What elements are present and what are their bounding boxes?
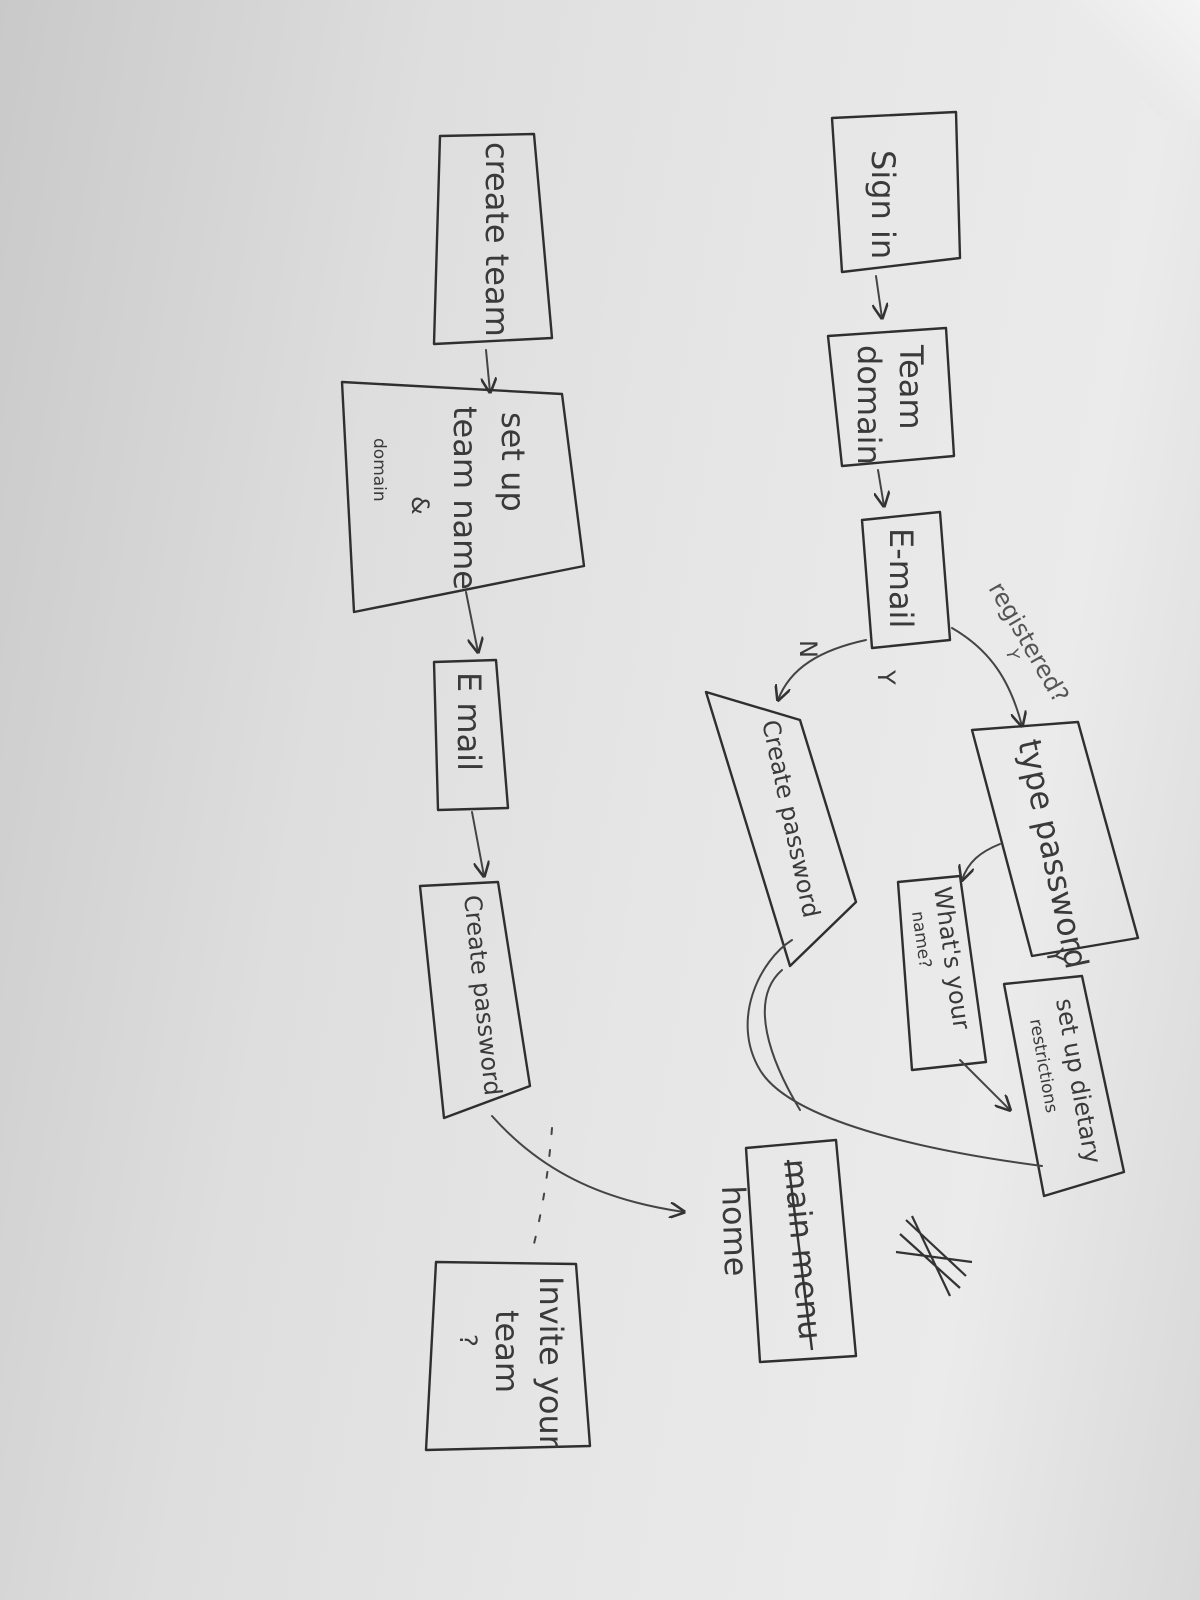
edge-createpassword-home <box>491 1115 684 1212</box>
node-team-domain: Team domain <box>826 326 956 468</box>
scribble-mark <box>895 1215 973 1297</box>
home-label: home <box>714 1185 755 1277</box>
edge-signin-teamdomain <box>876 275 882 318</box>
node-create-password-bottom: Create password <box>418 880 532 1120</box>
invite-label-2: team <box>488 1310 526 1393</box>
node-create-team: create team <box>432 132 554 346</box>
node-whats-your-name: What's your name? <box>896 874 988 1072</box>
registered-question: registered? <box>983 577 1075 708</box>
sign-in-label: Sign in <box>864 150 902 259</box>
create-team-label: create team <box>478 142 516 337</box>
edge-createteam-setup <box>486 349 490 392</box>
yes-mark-typepassword: Y <box>1040 945 1070 966</box>
setup-team-label-4: domain <box>369 438 389 502</box>
edge-setup-email <box>465 591 478 652</box>
edge-teamdomain-email <box>878 469 884 506</box>
main-menu-label: main menu <box>776 1157 830 1341</box>
team-domain-label-1: Team <box>892 344 930 430</box>
edge-email-createpassword-bottom <box>471 811 484 876</box>
team-domain-label-2: domain <box>850 345 888 465</box>
create-password-bottom-label: Create password <box>458 894 507 1097</box>
edge-name-dietary <box>959 1059 1010 1110</box>
email-top-label: E-mail <box>882 528 920 628</box>
main-menu-strikethrough <box>786 1159 814 1351</box>
edge-email-typepassword <box>951 627 1022 726</box>
yes-label: Y <box>1001 646 1023 661</box>
email-bottom-label: E mail <box>450 672 488 771</box>
yes-mark-email: Y <box>872 669 900 685</box>
edge-merge-dietary-home <box>746 939 1043 1167</box>
setup-team-label-3: & <box>406 496 434 515</box>
dietary-label-1: set up dietary <box>1050 996 1107 1166</box>
node-sign-in: Sign in <box>830 110 962 274</box>
node-setup-team: set up team name & domain <box>340 380 586 614</box>
setup-team-label-2: team name <box>446 406 484 590</box>
edge-typepassword-name <box>962 843 1001 880</box>
edge-email-createpassword <box>778 639 867 700</box>
invite-label-3: ? <box>454 1334 482 1347</box>
type-password-label: type password <box>1010 736 1096 972</box>
node-invite-team: Invite your team ? <box>424 1260 592 1452</box>
node-email-bottom: E mail <box>432 658 510 812</box>
edge-merge-createpw-home <box>763 969 801 1111</box>
invite-label-1: Invite your <box>532 1276 570 1449</box>
no-label: N <box>794 640 822 658</box>
paper-fold <box>1060 0 1200 120</box>
whats-your-name-label-1: What's your <box>928 885 976 1031</box>
node-email-top: E-mail <box>860 510 952 650</box>
setup-team-label-1: set up <box>494 412 532 512</box>
node-type-password: type password <box>970 720 1140 972</box>
node-main-menu: main menu home <box>714 1138 858 1364</box>
node-create-password-top: Create password <box>704 690 858 968</box>
edge-dashed-invite <box>531 1127 553 1253</box>
whats-your-name-label-2: name? <box>907 910 935 969</box>
